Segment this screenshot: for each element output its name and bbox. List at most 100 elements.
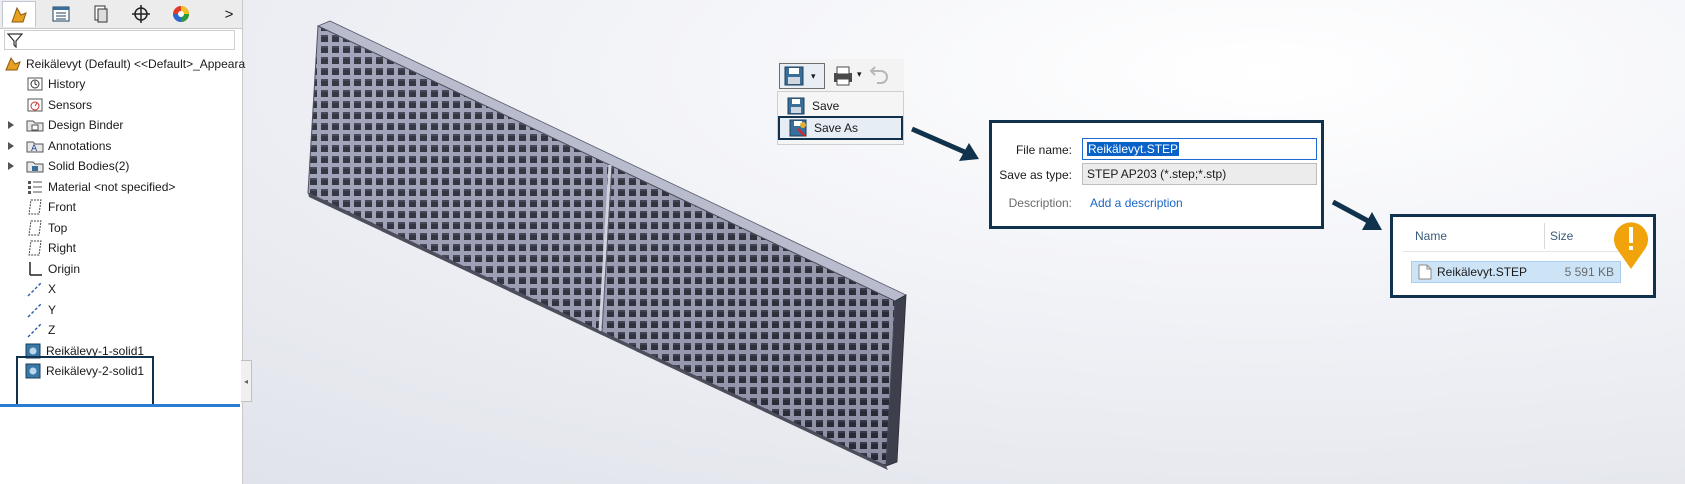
tree-item[interactable]: Z (26, 320, 55, 340)
tree-item-label: Origin (48, 261, 81, 276)
tree-filter-input[interactable] (4, 30, 235, 50)
save-as-type-select[interactable]: STEP AP203 (*.step;*.stp) (1082, 163, 1317, 185)
tree-item[interactable]: Origin (26, 259, 80, 279)
tree-item[interactable]: Solid Bodies(2) (26, 156, 129, 176)
origin-icon (26, 260, 44, 278)
save-as-icon (788, 118, 808, 138)
tree-item-label: History (48, 77, 86, 91)
tab-display-manager[interactable] (164, 1, 198, 27)
solid-bodies-highlight (16, 356, 154, 406)
save-toolbar: ▾ ▾ (779, 59, 904, 93)
tree-item[interactable]: Y (26, 300, 56, 320)
save-disk-icon (786, 96, 806, 116)
tree-item[interactable]: A Annotations (26, 136, 111, 156)
annotations-icon: A (26, 137, 44, 155)
save-as-type-label: Save as type: (999, 168, 1072, 182)
save-as-dialog-callout: File name: Reikälevyt.STEP Save as type:… (989, 120, 1324, 229)
print-icon[interactable] (831, 65, 855, 87)
tree-item[interactable]: Top (26, 218, 67, 238)
part-icon (4, 55, 22, 73)
axis-icon (26, 301, 44, 319)
tab-feature-manager[interactable] (2, 1, 36, 27)
tree-item[interactable]: Design Binder (26, 115, 123, 135)
design-binder-icon (26, 116, 44, 134)
size-column-header[interactable]: Size (1550, 229, 1574, 243)
tree-root-part[interactable]: Reikälevyt (Default) <<Default>_Appeara (4, 54, 245, 74)
file-list-callout: Name Size Reikälevyt.STEP 5 591 KB (1390, 214, 1656, 298)
tree-item[interactable]: Sensors (26, 95, 92, 115)
tree-item[interactable]: History (26, 74, 85, 94)
tree-item-label: Reikälevy-1-solid1 (46, 343, 145, 358)
warning-marker-icon (1614, 222, 1648, 269)
tree-item-label: Sensors (48, 97, 93, 112)
arrow-to-file-list-icon (1331, 199, 1382, 230)
history-icon (26, 75, 44, 93)
tree-item[interactable]: X (26, 279, 56, 299)
axis-icon (26, 321, 44, 339)
tab-configuration-manager[interactable] (84, 1, 118, 27)
tree-item[interactable]: Front (26, 197, 76, 217)
tree-item-label: Solid Bodies(2) (48, 159, 130, 173)
tree-item-label: Y (48, 302, 57, 317)
tab-property-manager[interactable] (44, 1, 78, 27)
name-column-header[interactable]: Name (1415, 229, 1448, 243)
save-dropdown-button[interactable]: ▾ (779, 63, 825, 89)
tab-dimxpert-manager[interactable] (124, 1, 158, 27)
material-icon (26, 178, 44, 196)
file-row[interactable]: Reikälevyt.STEP 5 591 KB (1411, 261, 1621, 283)
tree-item-label: Annotations (48, 138, 112, 153)
chevron-down-icon[interactable]: ▾ (811, 70, 816, 81)
rollback-bar[interactable] (0, 404, 240, 407)
tree-item-label: Material <not specified> (48, 179, 176, 194)
save-as-menu-item[interactable]: Save As (778, 116, 903, 140)
save-menu: Save Save As (777, 91, 904, 145)
arrow-to-dialog-icon (911, 126, 979, 161)
tree-item[interactable]: Material <not specified> (26, 177, 175, 197)
save-menu-label: Save (812, 99, 840, 113)
panel-collapse-handle[interactable]: ◂ (241, 360, 252, 402)
property-manager-icon (52, 6, 70, 22)
file-name-label: File name: (1015, 143, 1072, 157)
column-divider (1544, 223, 1545, 249)
save-menu-item[interactable]: Save (778, 94, 903, 118)
chevron-right-icon: > (224, 5, 234, 23)
more-tabs-button[interactable]: > (212, 1, 246, 27)
file-name-value: Reikälevyt.STEP (1087, 142, 1180, 156)
tree-item-label: Top (48, 220, 68, 235)
expand-arrow-icon[interactable] (8, 156, 16, 176)
solid-bodies-icon (26, 157, 44, 175)
chevron-down-icon[interactable]: ▾ (857, 69, 862, 79)
manager-tab-bar: > (0, 0, 242, 29)
tree-item-label: Design Binder (48, 118, 124, 132)
solid-body-icon (24, 362, 42, 380)
plane-icon (26, 239, 44, 257)
feature-manager-panel: > Reikälevyt (Default) <<Default>_Appear… (0, 0, 252, 484)
description-label: Description: (1008, 196, 1072, 210)
add-description-link[interactable]: Add a description (1090, 196, 1183, 210)
tree-item[interactable]: Reikälevy-2-solid1 (24, 361, 144, 381)
tree-item[interactable]: Right (26, 238, 76, 258)
tree-item-label: Reikälevy-2-solid1 (46, 364, 145, 378)
feature-manager-icon (11, 6, 27, 22)
file-icon (1418, 264, 1432, 280)
undo-icon[interactable] (869, 65, 891, 87)
save-as-menu-label: Save As (814, 121, 859, 135)
tree-item-label: Front (48, 200, 77, 214)
file-name-input[interactable]: Reikälevyt.STEP (1082, 138, 1317, 160)
plate-seam (598, 164, 612, 332)
plane-icon (26, 219, 44, 237)
tree-item-label: Z (48, 323, 56, 337)
header-divider (1403, 251, 1643, 252)
tree-item-label: X (48, 282, 57, 296)
dimxpert-icon (132, 5, 150, 23)
tree-item-label: Right (48, 241, 77, 255)
save-disk-icon (784, 66, 804, 86)
expand-arrow-icon[interactable] (8, 136, 16, 156)
expand-arrow-icon[interactable] (8, 115, 16, 135)
file-size-cell: 5 591 KB (1564, 265, 1614, 279)
plane-icon (26, 198, 44, 216)
svg-text:A: A (31, 144, 38, 154)
save-as-type-value: STEP AP203 (*.step;*.stp) (1087, 167, 1227, 181)
